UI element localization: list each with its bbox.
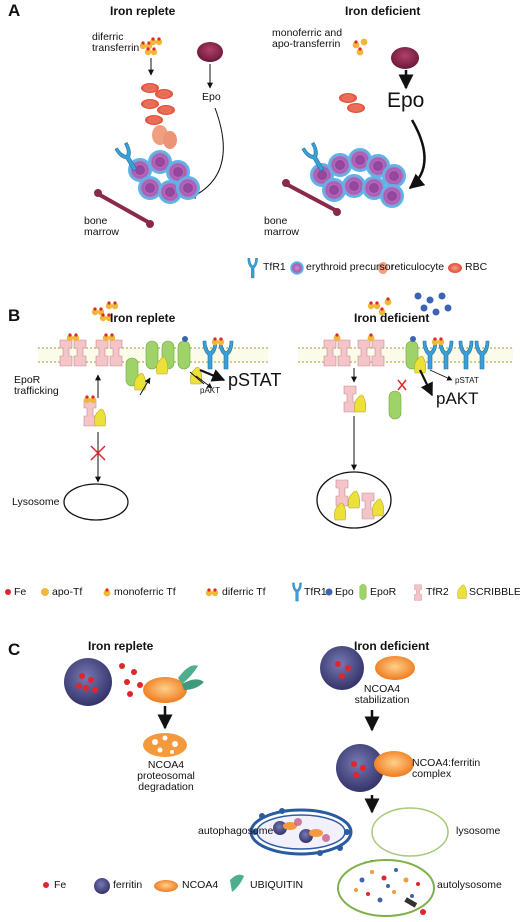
legend-a-tfr1-icon bbox=[247, 258, 258, 279]
blocked-cross-right bbox=[397, 379, 407, 391]
autophagosome-label: autophagosome bbox=[198, 825, 274, 837]
pstat-small-label: pSTAT bbox=[455, 376, 479, 385]
panel-a-letter: A bbox=[8, 1, 21, 20]
legend-b-fe-icon bbox=[5, 589, 11, 595]
ferritin-right-top bbox=[320, 646, 364, 690]
free-fe-left bbox=[119, 663, 143, 697]
legend-a-tfr1: TfR1 bbox=[263, 261, 286, 273]
legend-c-ncoa4: NCOA4 bbox=[182, 879, 219, 891]
legend-b-tfr1: TfR1 bbox=[304, 586, 327, 598]
legend-b-scribble: SCRIBBLE bbox=[469, 586, 520, 598]
ncoa4-right-top bbox=[375, 656, 415, 680]
panel-b-diagram bbox=[5, 292, 513, 602]
panel-a-diagram bbox=[94, 37, 462, 279]
rbc-stack-left bbox=[141, 83, 175, 125]
legend-b-mono-tf-icon bbox=[103, 588, 111, 597]
bone-marrow-left-label: bone marrow bbox=[84, 215, 120, 239]
pakt-small-label: pAKT bbox=[200, 386, 221, 395]
legend-b-apo-tf: apo-Tf bbox=[52, 586, 83, 598]
legend-a-reticulocyte: reticulocyte bbox=[391, 261, 445, 273]
diferric-transferrin-label: diferric transferrin bbox=[92, 31, 140, 55]
pakt-big-label: pAKT bbox=[436, 389, 479, 408]
epo-big-label: Epo bbox=[387, 89, 425, 112]
legend-c-ncoa4-icon bbox=[154, 880, 178, 892]
epo-cluster-right bbox=[414, 292, 452, 316]
legend-c-fe-icon bbox=[43, 882, 49, 888]
kidney-right bbox=[391, 47, 419, 69]
legend-b-tfr2: TfR2 bbox=[426, 586, 449, 598]
panel-c-letter: C bbox=[8, 640, 21, 659]
erythroid-cluster-left bbox=[114, 142, 200, 204]
legend-a-reticulocyte-icon bbox=[378, 262, 388, 274]
autophagosome bbox=[249, 808, 353, 856]
panel-c-diagram bbox=[43, 646, 449, 917]
legend-b-apo-tf-icon bbox=[41, 588, 49, 596]
legend-a-erythroid-icon bbox=[290, 261, 304, 275]
lysosome-c bbox=[371, 807, 449, 857]
legend-c-ubiquitin-icon bbox=[230, 874, 244, 892]
ferritin-left bbox=[64, 658, 112, 706]
lysosome-b-label: Lysosome bbox=[12, 496, 60, 508]
legend-b-fe: Fe bbox=[14, 586, 27, 598]
bone-marrow-right-label: bone marrow bbox=[264, 215, 300, 239]
panel-b-right-title: Iron deficient bbox=[354, 311, 430, 325]
lysosome-c-label: lysosome bbox=[456, 825, 501, 837]
bone-right bbox=[286, 183, 337, 212]
autolysosome bbox=[337, 859, 435, 917]
complex-label: NCOA4:ferritin complex bbox=[412, 757, 481, 781]
panel-c-left-title: Iron replete bbox=[88, 639, 154, 653]
proteosomal-label: NCOA4 proteosomal degradation bbox=[137, 759, 195, 794]
panel-a-left-title: Iron replete bbox=[110, 4, 176, 18]
rbc-stack-right bbox=[339, 93, 365, 113]
legend-c-ubiquitin: UBIQUITIN bbox=[250, 879, 304, 891]
legend-c-ferritin: ferritin bbox=[113, 879, 143, 891]
reticulocytes-left bbox=[152, 125, 177, 149]
legend-b-epo: Epo bbox=[335, 586, 354, 598]
ubiquitin-left bbox=[178, 665, 198, 684]
erythroid-cluster-right bbox=[301, 142, 406, 208]
epo-small-label: Epo bbox=[202, 91, 221, 103]
legend-b-mono-tf: monoferric Tf bbox=[114, 586, 176, 598]
legend-a-erythroid: erythroid precursor bbox=[306, 261, 395, 273]
legend-b-tfr2-icon bbox=[414, 584, 422, 601]
ncoa4-degraded bbox=[143, 733, 187, 757]
bone-left bbox=[98, 193, 150, 224]
panel-b-letter: B bbox=[8, 306, 21, 325]
legend-b-epor: EpoR bbox=[370, 586, 397, 598]
blocked-cross-left bbox=[90, 445, 106, 461]
legend-a-rbc-icon bbox=[448, 263, 462, 273]
legend-b-scribble-icon bbox=[457, 584, 467, 599]
panel-a-right-title: Iron deficient bbox=[345, 4, 421, 18]
mono-apo-transferrin-label: monoferric and apo-transferrin bbox=[272, 27, 343, 51]
autolysosome-label: autolysosome bbox=[437, 879, 502, 891]
legend-b-epor-icon bbox=[359, 584, 367, 600]
lysosome-left bbox=[63, 483, 129, 521]
ncoa4-left bbox=[143, 677, 187, 703]
legend-a-rbc: RBC bbox=[465, 261, 488, 273]
legend-b-diferric-tf: diferric Tf bbox=[222, 586, 266, 598]
kidney-left bbox=[197, 42, 223, 62]
membrane-right bbox=[298, 347, 513, 363]
panel-b-left-title: Iron replete bbox=[110, 311, 176, 325]
pstat-big-label: pSTAT bbox=[228, 370, 282, 390]
mono-apo-transferrin-cluster bbox=[352, 38, 368, 56]
legend-b-epo-icon bbox=[325, 588, 333, 596]
legend-b-tfr1-icon bbox=[292, 582, 302, 602]
panel-c-right-title: Iron deficient bbox=[354, 639, 430, 653]
legend-b-diferric-tf-icon bbox=[205, 588, 219, 597]
stabilization-label: NCOA4 stabilization bbox=[354, 683, 410, 707]
legend-c-ferritin-icon bbox=[94, 878, 110, 894]
legend-c-fe: Fe bbox=[54, 879, 67, 891]
epor-trafficking-label: EpoR trafficking bbox=[14, 374, 59, 398]
